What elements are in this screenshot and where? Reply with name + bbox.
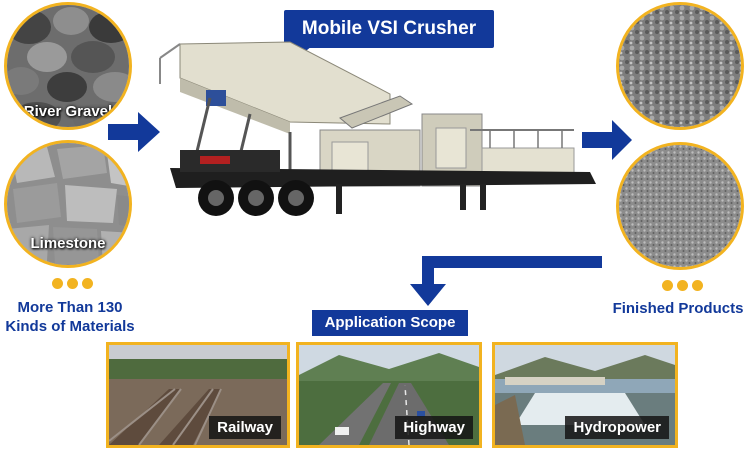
mobile-vsi-crusher-machine	[159, 41, 596, 216]
river-gravel-image	[7, 5, 129, 127]
dot	[67, 278, 78, 289]
dot	[677, 280, 688, 291]
input-arrow-icon	[108, 112, 160, 152]
highway-photo: Highway	[296, 342, 482, 448]
finished-product-gravel-circle	[616, 2, 744, 130]
dot	[52, 278, 63, 289]
river-gravel-label: River Gravel	[23, 103, 113, 120]
crushed-gravel-image	[619, 5, 741, 127]
fine-sand-image	[619, 145, 741, 267]
finished-product-sand-circle	[616, 142, 744, 270]
right-dots	[662, 280, 703, 291]
railway-photo: Railway	[106, 342, 290, 448]
finished-products-caption: Finished Products	[612, 300, 744, 317]
title-text: Mobile VSI Crusher	[301, 18, 477, 39]
dot	[692, 280, 703, 291]
river-gravel-circle: River Gravel	[4, 2, 132, 130]
hydropower-label: Hydropower	[565, 416, 669, 439]
materials-caption-line1: More Than 130	[17, 299, 123, 316]
dot	[662, 280, 673, 291]
limestone-label: Limestone	[30, 235, 106, 252]
application-scope-banner: Application Scope	[312, 310, 468, 336]
railway-label: Railway	[209, 416, 281, 439]
dot	[82, 278, 93, 289]
return-arrow-icon	[410, 256, 602, 306]
hydropower-photo: Hydropower	[492, 342, 678, 448]
left-dots	[52, 278, 93, 289]
output-arrow-icon	[582, 120, 632, 160]
application-scope-title: Application Scope	[324, 314, 456, 331]
limestone-circle: Limestone	[4, 140, 132, 268]
materials-caption-line2: Kinds of Materials	[5, 318, 135, 335]
highway-label: Highway	[395, 416, 473, 439]
title-banner: Mobile VSI Crusher	[284, 10, 494, 48]
materials-caption: More Than 130 Kinds of Materials	[0, 298, 140, 336]
